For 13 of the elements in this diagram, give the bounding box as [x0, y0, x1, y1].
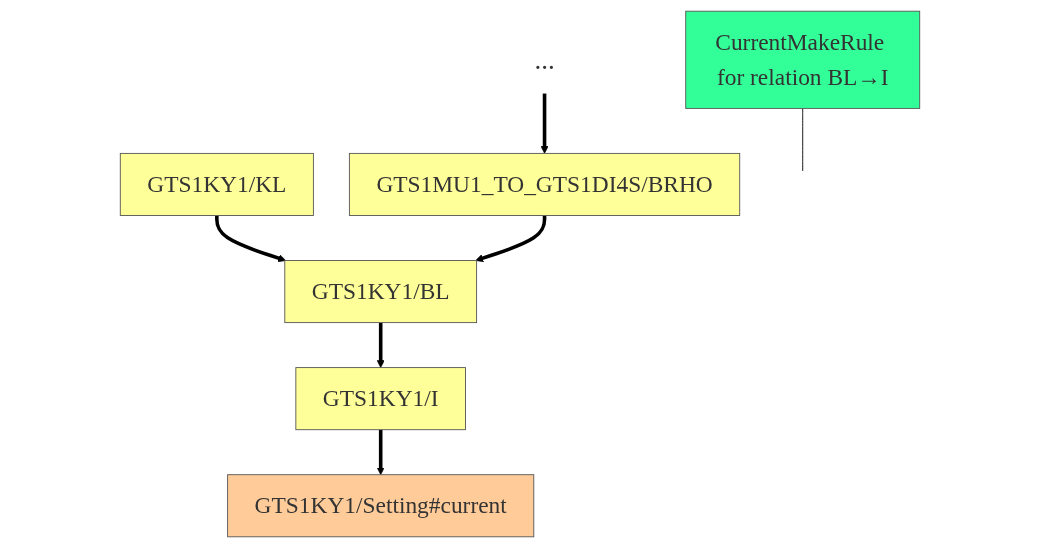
node-box: GTS1MU1_TO_GTS1DI4S/BRHO	[348, 152, 741, 216]
node-box: CurrentMakeRule for relation BL→I	[685, 10, 921, 109]
node-box: GTS1KY1/KL	[119, 152, 314, 216]
node-box: GTS1KY1/I	[295, 367, 466, 431]
arrow	[215, 215, 287, 263]
node-box: GTS1KY1/Setting#current	[227, 474, 535, 538]
arrow	[540, 93, 549, 154]
arrow	[376, 429, 385, 476]
connector	[802, 107, 804, 172]
arrow	[376, 322, 385, 368]
node-text: ...	[534, 44, 555, 75]
node-box: GTS1KY1/BL	[284, 260, 478, 324]
arrow	[475, 215, 547, 263]
